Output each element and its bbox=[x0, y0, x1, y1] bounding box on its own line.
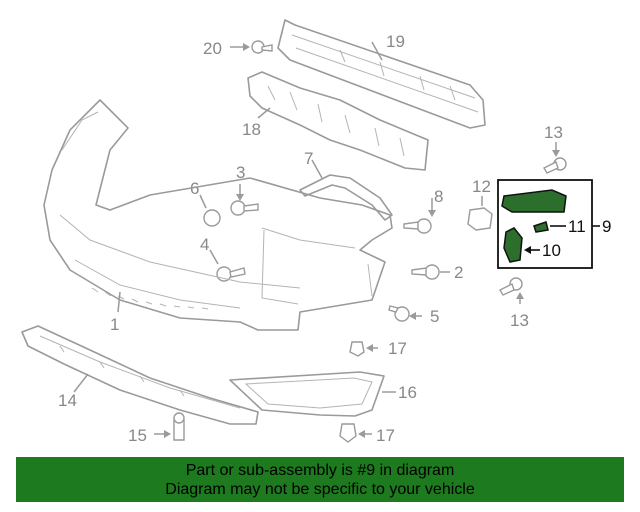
callout-18-leader bbox=[257, 107, 271, 119]
part-5-screw[interactable] bbox=[388, 305, 410, 322]
callout-9[interactable]: 9 bbox=[602, 217, 611, 236]
diagram-notice-banner: Part or sub-assembly is #9 in diagram Di… bbox=[16, 457, 624, 502]
callout-18[interactable]: 18 bbox=[242, 120, 261, 139]
part-19-reinforcement-beam[interactable] bbox=[277, 19, 486, 129]
callout-11[interactable]: 11 bbox=[568, 217, 586, 236]
callout-5[interactable]: 5 bbox=[430, 307, 439, 326]
callout-6-leader bbox=[199, 194, 207, 209]
part-7-bracket[interactable] bbox=[299, 174, 393, 221]
part-20-bolt[interactable] bbox=[251, 40, 273, 54]
callout-13-lower[interactable]: 13 bbox=[510, 311, 529, 330]
part-17-clip-upper[interactable] bbox=[349, 341, 365, 357]
callout-16[interactable]: 16 bbox=[398, 383, 417, 402]
callout-8[interactable]: 8 bbox=[434, 187, 443, 206]
part-12-socket[interactable] bbox=[467, 207, 493, 231]
callout-17-upper[interactable]: 17 bbox=[388, 339, 407, 358]
part-4-bolt[interactable] bbox=[216, 266, 246, 282]
callout-13-upper[interactable]: 13 bbox=[544, 123, 563, 142]
part-14-lower-spoiler[interactable] bbox=[21, 325, 259, 425]
callout-10[interactable]: 10 bbox=[542, 241, 561, 260]
part-11-bolt bbox=[533, 221, 549, 233]
callout-15[interactable]: 15 bbox=[128, 426, 147, 445]
callout-3[interactable]: 3 bbox=[236, 163, 245, 182]
callout-14[interactable]: 14 bbox=[58, 391, 77, 410]
part-9-sub-assembly[interactable] bbox=[497, 179, 593, 269]
part-15-screw[interactable] bbox=[173, 412, 185, 441]
part-13-bolt-lower[interactable] bbox=[499, 277, 523, 296]
part-1-bumper-cover[interactable] bbox=[43, 99, 393, 331]
callout-7-leader bbox=[311, 159, 323, 179]
part-16-reflector-trim[interactable] bbox=[229, 371, 385, 417]
callout-20[interactable]: 20 bbox=[203, 39, 222, 58]
callout-2[interactable]: 2 bbox=[454, 263, 463, 282]
part-6-clip[interactable] bbox=[203, 209, 221, 227]
callout-7[interactable]: 7 bbox=[304, 149, 313, 168]
callout-17-lower[interactable]: 17 bbox=[376, 426, 395, 445]
part-8-screw[interactable] bbox=[403, 218, 432, 234]
callout-19-leader bbox=[371, 41, 383, 61]
callout-14-leader bbox=[73, 373, 89, 393]
callout-1-leader bbox=[117, 291, 121, 313]
part-10-bracket bbox=[503, 227, 523, 263]
callout-4[interactable]: 4 bbox=[200, 235, 209, 254]
part-13-bolt-upper[interactable] bbox=[543, 157, 567, 174]
banner-line-2: Diagram may not be specific to your vehi… bbox=[165, 481, 475, 498]
callout-12[interactable]: 12 bbox=[472, 177, 491, 196]
part-17-clip-lower[interactable] bbox=[339, 423, 357, 443]
part-18-energy-absorber[interactable] bbox=[247, 71, 429, 171]
callout-6[interactable]: 6 bbox=[190, 179, 199, 198]
part-9-housing bbox=[501, 189, 567, 213]
banner-line-1: Part or sub-assembly is #9 in diagram bbox=[185, 462, 455, 479]
callout-4-leader bbox=[209, 249, 219, 265]
callout-1[interactable]: 1 bbox=[110, 315, 119, 334]
part-2-screw[interactable] bbox=[411, 264, 440, 280]
part-3-bolt[interactable] bbox=[230, 200, 259, 216]
parts-diagram: 19 20 18 7 6 3 4 1 bbox=[21, 19, 611, 445]
callout-19[interactable]: 19 bbox=[386, 32, 405, 51]
